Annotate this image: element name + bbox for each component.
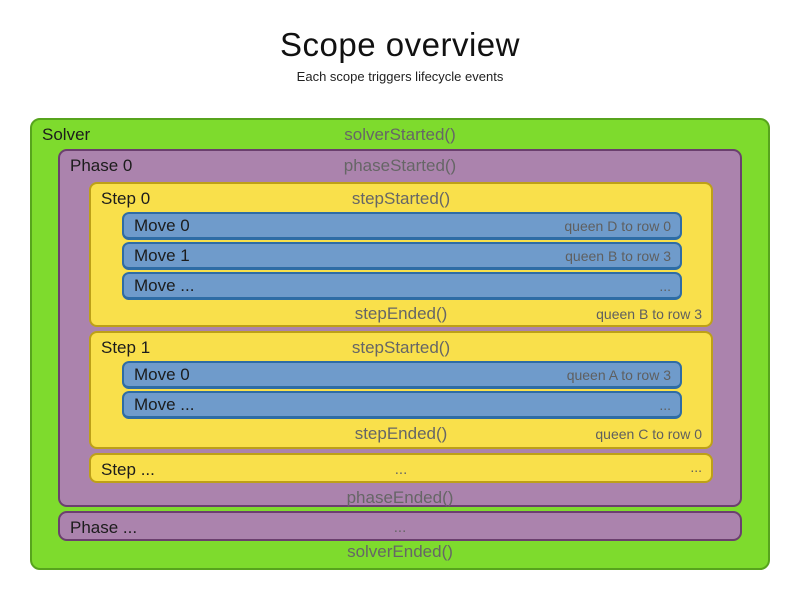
phase-0-label: Phase 0 [70,156,133,175]
step-1-scope-box: Step 1 stepStarted() Move 0 queen A to r… [89,331,713,449]
move-label: Move 0 [134,365,190,384]
phase-started-event: phaseStarted() [343,156,457,175]
phase-0-scope-box: Phase 0 phaseStarted() Step 0 stepStarte… [58,149,742,507]
move-note: ... [659,278,671,294]
phase-ellipsis-center: ... [393,519,407,536]
step-ellipsis-box: Step ... ... ... [89,453,713,483]
step-0-footer: stepEnded() queen B to row 3 [91,301,711,327]
step-1-footer: stepEnded() queen C to row 0 [91,421,711,447]
move-row: Move 0 queen D to row 0 [122,212,682,240]
solver-scope-box: Solver solverStarted() Phase 0 phaseStar… [30,118,770,570]
move-note: queen A to row 3 [566,367,671,383]
move-note: ... [659,397,671,413]
step-0-scope-box: Step 0 stepStarted() Move 0 queen D to r… [89,182,713,327]
move-row: Move 1 queen B to row 3 [122,242,682,270]
solver-started-event: solverStarted() [344,125,456,144]
step-1-ended-event: stepEnded() [354,424,448,443]
phase-ended-event: phaseEnded() [346,488,454,507]
step-ellipsis-center: ... [394,461,408,478]
step-0-ended-note: queen B to row 3 [596,306,702,322]
step-0-ended-event: stepEnded() [354,304,448,323]
step-ellipsis-label: Step ... [101,460,155,479]
move-row: Move ... ... [122,272,682,300]
move-label: Move 0 [134,216,190,235]
page-subtitle: Each scope triggers lifecycle events [296,69,504,84]
phase-ellipsis-label: Phase ... [70,518,138,537]
step-0-label: Step 0 [101,189,151,208]
move-note: queen D to row 0 [564,218,671,234]
solver-label: Solver [42,125,91,144]
phase-ellipsis-box: Phase ... ... [58,511,742,541]
move-row: Move 0 queen A to row 3 [122,361,682,389]
move-note: queen B to row 3 [565,248,671,264]
move-label: Move 1 [134,246,190,265]
step-ellipsis-note: ... [690,459,702,475]
page-title: Scope overview [280,26,520,63]
step-1-started-event: stepStarted() [351,338,451,357]
move-label: Move ... [134,276,195,295]
move-row: Move ... ... [122,391,682,419]
solver-ended-event: solverEnded() [347,542,453,561]
move-label: Move ... [134,395,195,414]
step-1-ended-note: queen C to row 0 [595,426,702,442]
step-0-started-event: stepStarted() [351,189,451,208]
step-1-label: Step 1 [101,338,151,357]
